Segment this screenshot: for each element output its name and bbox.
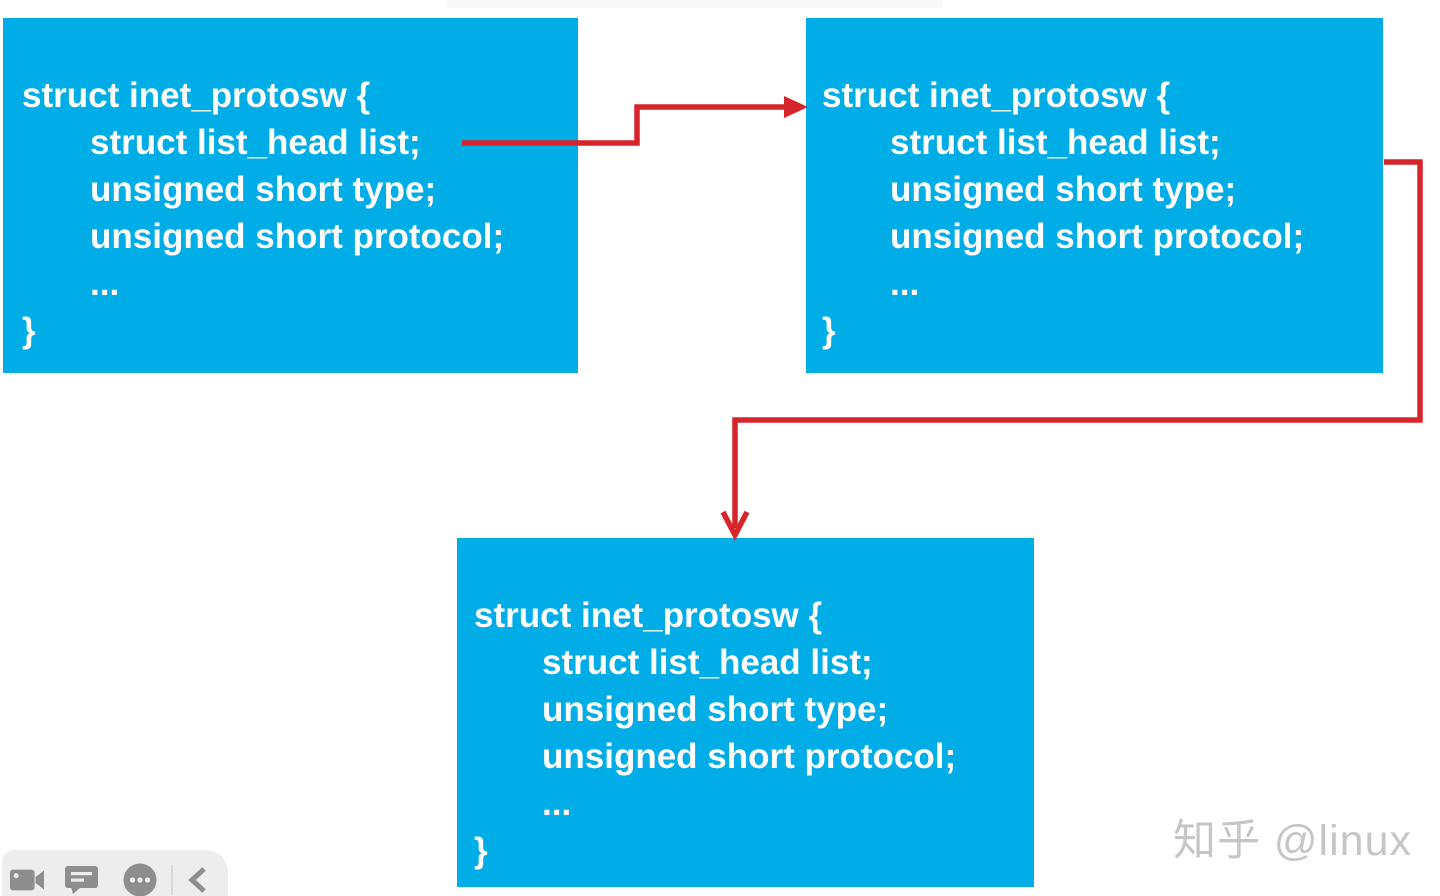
struct-box-1: struct inet_protosw { struct list_head l…: [3, 18, 578, 373]
code-line: unsigned short type;: [890, 170, 1237, 209]
code-line: struct inet_protosw {: [822, 76, 1171, 115]
code-line: struct list_head list;: [542, 643, 873, 682]
code-line: unsigned short type;: [90, 170, 437, 209]
code-line: struct inet_protosw {: [22, 76, 371, 115]
code-line: }: [822, 311, 836, 350]
code-line: unsigned short protocol;: [90, 217, 505, 256]
code-line: ...: [542, 784, 572, 823]
more-options-button[interactable]: [123, 863, 157, 896]
back-button[interactable]: [185, 866, 211, 894]
chat-button[interactable]: [65, 866, 99, 894]
video-camera-icon: [10, 869, 44, 891]
more-options-icon: [123, 863, 157, 896]
code-line: }: [474, 831, 488, 870]
code-line: struct list_head list;: [90, 123, 421, 162]
code-line: }: [22, 311, 36, 350]
top-progress-bar: [447, 0, 943, 7]
code-line: struct inet_protosw {: [474, 596, 823, 635]
struct-box-2: struct inet_protosw { struct list_head l…: [806, 18, 1383, 373]
code-line: unsigned short type;: [542, 690, 889, 729]
code-line: unsigned short protocol;: [890, 217, 1305, 256]
video-camera-button[interactable]: [10, 866, 44, 894]
code-line: unsigned short protocol;: [542, 737, 957, 776]
code-line: ...: [90, 264, 120, 303]
code-line: struct list_head list;: [890, 123, 1221, 162]
toolbar-divider: [171, 865, 173, 895]
back-chevron-icon: [188, 867, 206, 893]
chat-bubble-icon: [65, 866, 98, 894]
player-toolbar: [2, 850, 228, 896]
zhihu-watermark: 知乎 @linux: [1172, 817, 1412, 865]
code-line: ...: [890, 264, 920, 303]
struct-box-3: struct inet_protosw { struct list_head l…: [457, 538, 1034, 887]
